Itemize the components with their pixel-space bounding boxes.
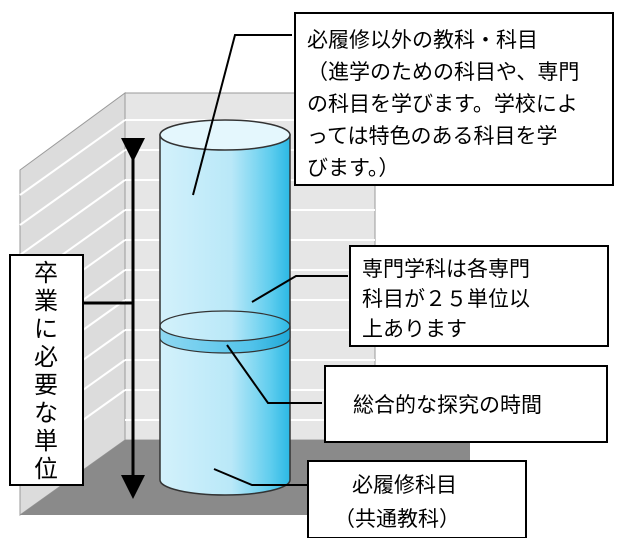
inquiry-band xyxy=(159,325,291,354)
specialist-leader xyxy=(251,275,348,303)
required-leader xyxy=(213,468,312,486)
total-units-char: な xyxy=(34,399,58,427)
elective-leader xyxy=(192,34,292,196)
total-units-char: 卒 xyxy=(34,259,58,287)
total-units-char: 要 xyxy=(34,371,58,399)
elective-label-line2: （進学のための科目や、専門 xyxy=(307,60,579,84)
total-units-char: 位 xyxy=(34,455,58,483)
elective-label-line5: びます。） xyxy=(307,156,399,180)
inquiry-box xyxy=(324,365,608,443)
specialist-label-line2: 科目が２５単位以 xyxy=(362,287,530,311)
total-units-char: に xyxy=(34,315,58,343)
units-cylinder xyxy=(159,119,291,496)
total-units-box xyxy=(9,254,84,486)
total-units-char: 必 xyxy=(34,343,58,371)
total-units-label: 卒 業 に 必 要 な 単 位 xyxy=(34,259,58,483)
inquiry-leader xyxy=(226,344,322,404)
elective-label-line1: 必履修以外の教科・科目 xyxy=(307,28,538,52)
total-units-char: 業 xyxy=(34,287,58,315)
elective-label-line4: っては特色のある科目を学 xyxy=(307,124,558,148)
required-label-line2: （共通教科） xyxy=(334,507,460,531)
specialist-label-line3: 上あります xyxy=(362,317,467,341)
inquiry-label: 総合的な探究の時間 xyxy=(353,393,542,417)
specialist-box xyxy=(349,245,609,347)
total-units-char: 単 xyxy=(34,427,58,455)
cylinder-top xyxy=(159,119,291,151)
specialist-label-line1: 専門学科は各専門 xyxy=(362,257,530,281)
leader-lines xyxy=(192,34,348,486)
required-box xyxy=(307,460,527,538)
required-label-line1: 必履修科目 xyxy=(352,473,457,497)
elective-box xyxy=(294,12,614,186)
elective-label-line3: の科目を学びます。学校によ xyxy=(307,92,578,116)
inquiry-band-top xyxy=(159,310,291,327)
